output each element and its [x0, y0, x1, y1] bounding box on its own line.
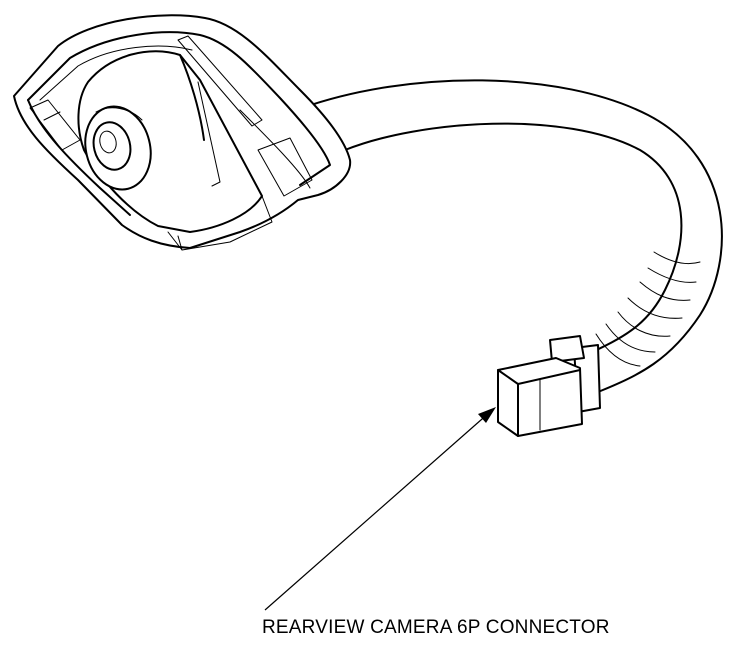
rearview-camera-6p-connector: [497, 335, 601, 437]
connector-callout-label: REARVIEW CAMERA 6P CONNECTOR: [262, 617, 610, 638]
arrowhead-icon: [478, 407, 496, 423]
cable-harness: [301, 79, 723, 393]
callout-leader-line: [264, 407, 496, 611]
camera-lens: [84, 105, 152, 191]
